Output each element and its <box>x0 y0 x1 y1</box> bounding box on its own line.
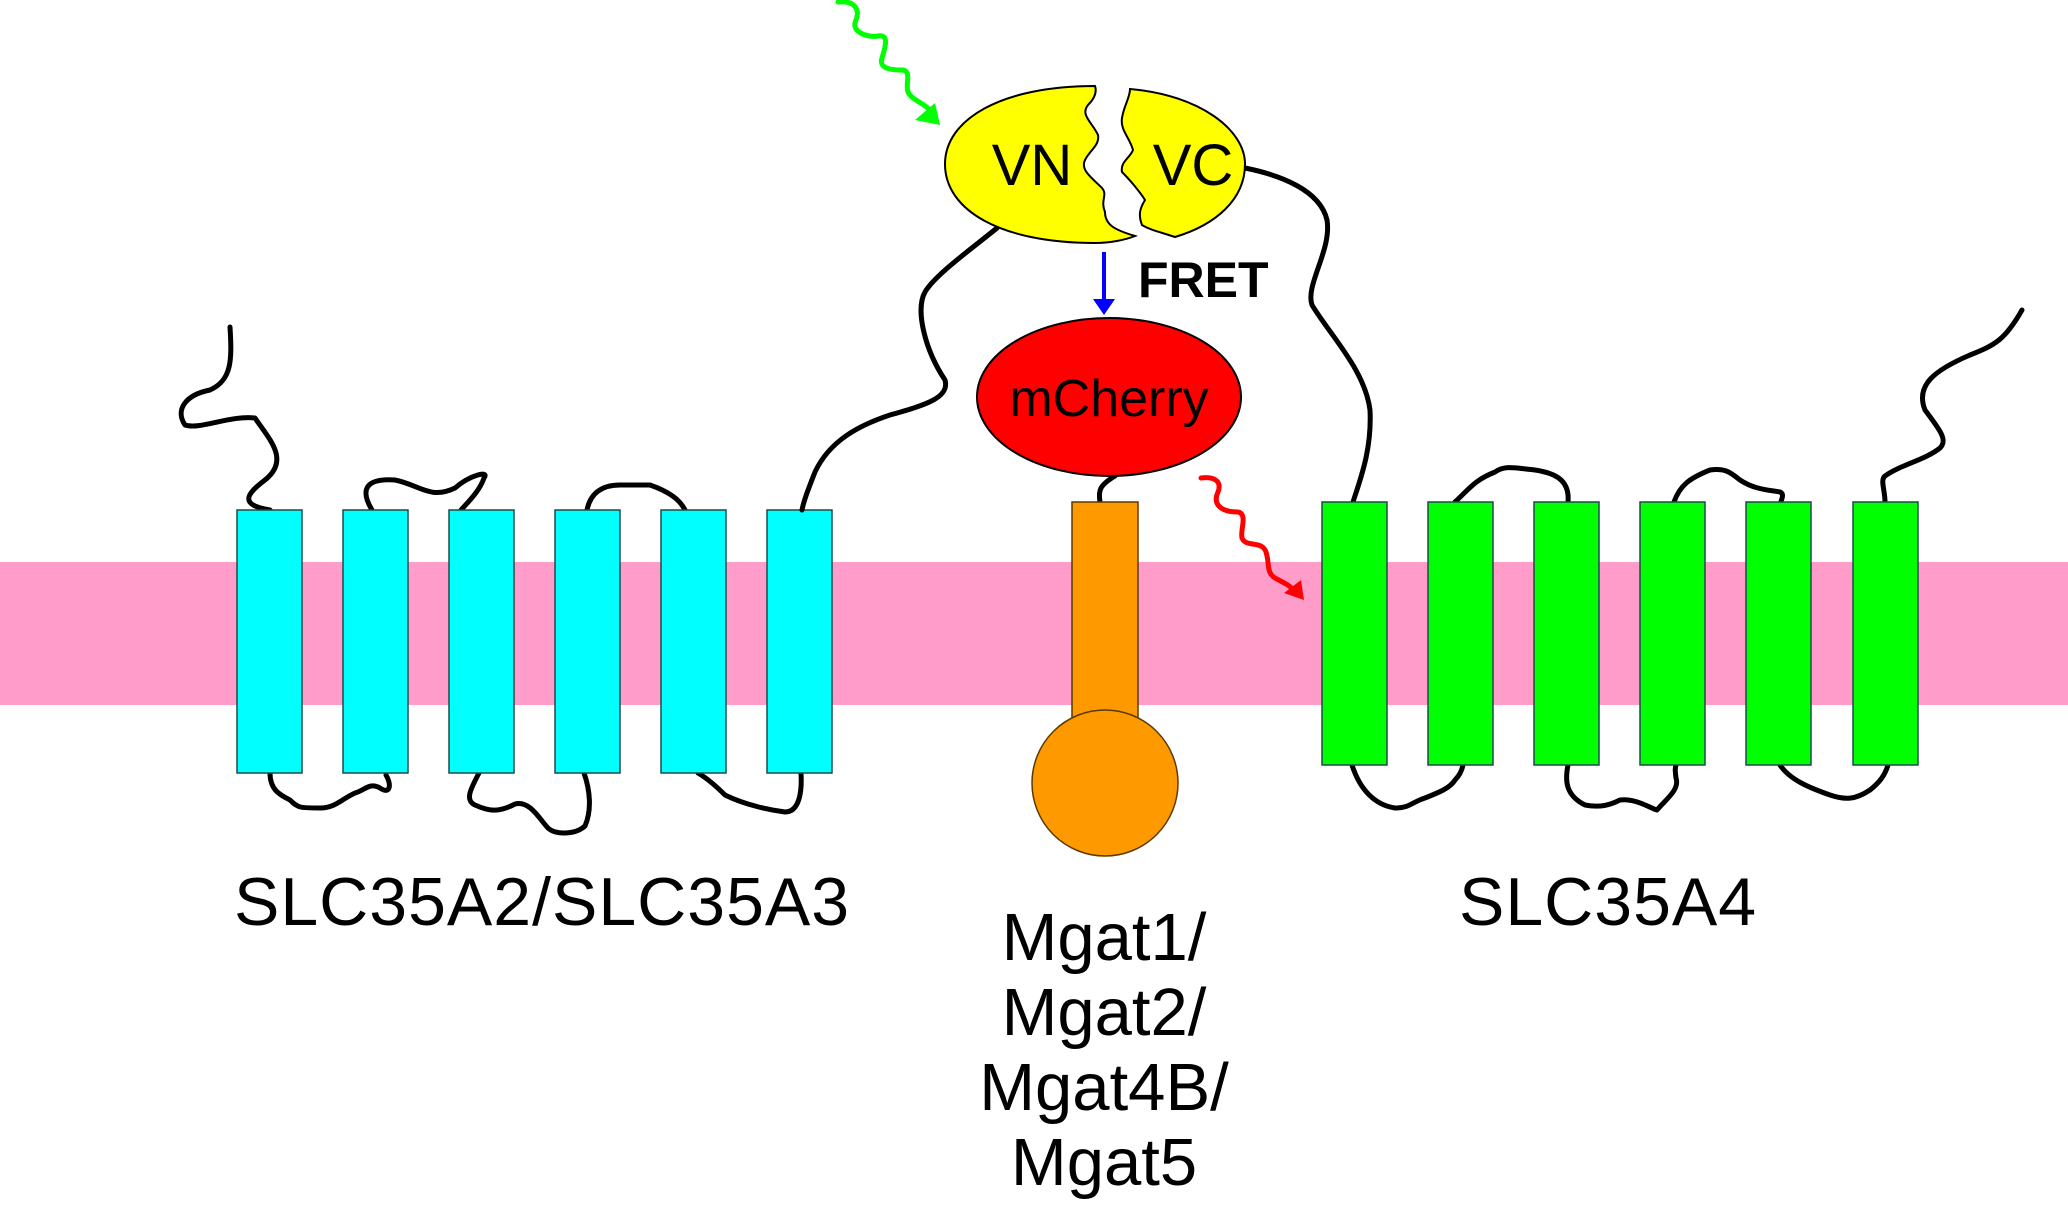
left-bottom-loop-3-4 <box>467 770 592 836</box>
venus-c-half <box>1120 87 1247 239</box>
left-n-terminus <box>178 324 280 513</box>
right-helix-4 <box>1639 501 1706 766</box>
left-helix-4 <box>554 509 621 774</box>
left-protein-loops <box>178 324 804 836</box>
left-c-terminus-tether <box>799 225 1000 513</box>
right-bottom-loop-3-4 <box>1564 762 1680 813</box>
center-protein-label: Mgat1/ Mgat2/ Mgat4B/ Mgat5 <box>979 900 1229 1200</box>
left-top-loop-4-5 <box>584 482 688 513</box>
vc-label: VC <box>1153 133 1234 198</box>
mgat-enzyme <box>1031 473 1179 857</box>
excitation-arrowhead <box>915 103 940 125</box>
right-protein-helices <box>1321 501 1919 766</box>
left-helix-5 <box>660 509 727 774</box>
venus-n-half <box>943 84 1139 245</box>
venus-fluorophore: VN VC <box>943 84 1247 245</box>
left-helix-2 <box>342 509 409 774</box>
right-top-loop-4-5 <box>1671 467 1786 505</box>
right-helix-3 <box>1533 501 1600 766</box>
mgat-catalytic-domain <box>1031 709 1179 857</box>
right-c-terminus <box>1880 307 2025 505</box>
left-protein-helices <box>236 509 833 774</box>
center-label-line-4: Mgat5 <box>1011 1125 1197 1200</box>
right-helix-2 <box>1427 501 1494 766</box>
mcherry-body <box>976 317 1242 477</box>
left-helix-3 <box>448 509 515 774</box>
mcherry-fluorophore: mCherry <box>976 317 1242 477</box>
left-bottom-loop-1-2 <box>267 770 392 811</box>
right-protein-loops <box>1349 307 2025 813</box>
right-helix-5 <box>1745 501 1812 766</box>
left-top-loop-2-3 <box>363 471 488 513</box>
center-label-line-2: Mgat2/ <box>1002 975 1207 1050</box>
right-bottom-loop-1-2 <box>1349 762 1466 811</box>
mgat-stalk <box>1071 501 1139 728</box>
emission-arrowhead <box>1284 580 1304 600</box>
center-label-line-1: Mgat1/ <box>1002 900 1207 975</box>
center-label-line-3: Mgat4B/ <box>979 1050 1229 1125</box>
right-bottom-loop-5-6 <box>1777 762 1891 801</box>
left-protein-label: SLC35A2/SLC35A3 <box>234 864 850 940</box>
right-helix-6 <box>1852 501 1919 766</box>
mcherry-label: mCherry <box>1009 370 1208 428</box>
left-helix-6 <box>766 509 833 774</box>
fret-arrowhead <box>1093 299 1115 315</box>
excitation-wave <box>835 0 933 113</box>
fret-arrow: FRET <box>1093 252 1269 315</box>
right-top-loop-2-3 <box>1452 465 1571 505</box>
left-bottom-loop-5-6 <box>695 770 804 815</box>
left-helix-1 <box>236 509 303 774</box>
right-protein-label: SLC35A4 <box>1459 864 1757 940</box>
right-helix-1 <box>1321 501 1388 766</box>
emission-wave <box>1198 475 1296 593</box>
emission-arrow <box>1198 475 1304 600</box>
mcherry-linker <box>1096 473 1118 505</box>
right-n-terminus-tether <box>1242 165 1373 505</box>
fret-label: FRET <box>1138 252 1269 308</box>
vn-label: VN <box>992 133 1073 198</box>
excitation-arrow <box>835 0 940 125</box>
